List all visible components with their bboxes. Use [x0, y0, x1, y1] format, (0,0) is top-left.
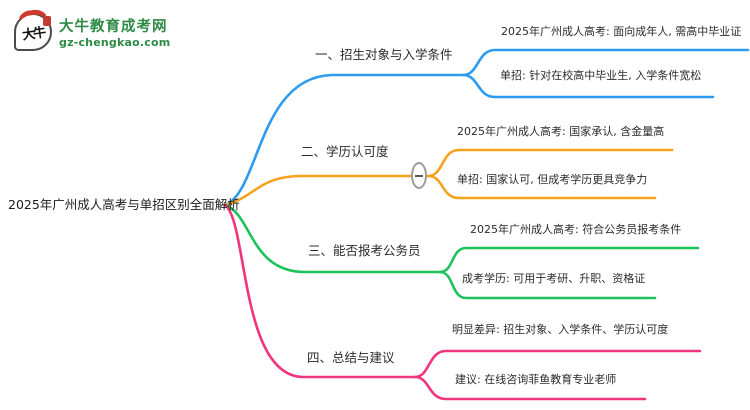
branch1-child2-node[interactable]: 单招: 针对在校高中毕业生, 入学条件宽松	[500, 69, 702, 82]
logo-red-seal-icon	[43, 16, 51, 26]
central-topic-node[interactable]: 2025年广州成人高考与单招区别全面解析	[8, 197, 240, 212]
logo-icon-text: 大牛	[21, 25, 46, 43]
branch3-child2-node[interactable]: 成考学历: 可用于考研、升职、资格证	[462, 272, 646, 285]
branch1-label[interactable]: 一、招生对象与入学条件	[315, 47, 453, 62]
branch1-child1-node[interactable]: 2025年广州成人高考: 面向成年人, 需高中毕业证	[501, 25, 742, 38]
site-logo[interactable]: 大牛 大牛教育成考网 gz-chengkao.com	[14, 8, 170, 51]
branch3-child1-node[interactable]: 2025年广州成人高考: 符合公务员报考条件	[470, 223, 682, 236]
site-url: gz-chengkao.com	[59, 36, 171, 49]
branch4-label[interactable]: 四、总结与建议	[307, 350, 395, 365]
site-title: 大牛教育成考网	[59, 19, 168, 35]
logo-text-block: 大牛教育成考网 gz-chengkao.com	[59, 15, 170, 49]
branch2-label[interactable]: 二、学历认可度	[301, 144, 389, 159]
daniu-logo-icon: 大牛	[14, 8, 52, 51]
branch2-child1-node[interactable]: 2025年广州成人高考: 国家承认, 含金量高	[457, 125, 665, 138]
minus-icon	[415, 174, 423, 177]
branch3-label[interactable]: 三、能否报考公务员	[308, 243, 421, 258]
branch2-child2-node[interactable]: 单招: 国家认可, 但成考学历更具竞争力	[457, 173, 648, 186]
branch4-child2-node[interactable]: 建议: 在线咨询菲鱼教育专业老师	[455, 373, 617, 386]
branch2-collapse-button[interactable]	[411, 162, 427, 189]
branch4-child1-node[interactable]: 明显差异: 招生对象、入学条件、学历认可度	[452, 323, 669, 336]
